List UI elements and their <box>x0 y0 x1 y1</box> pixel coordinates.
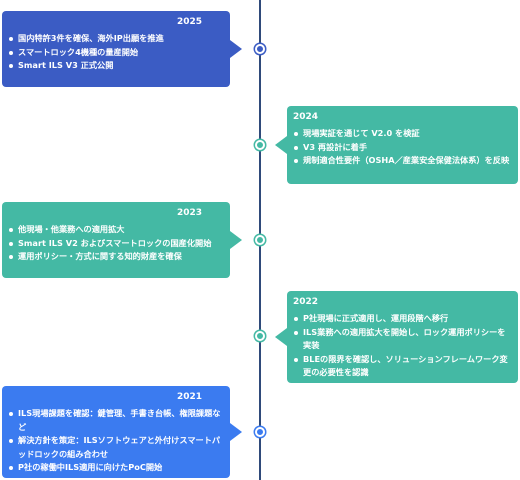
event-list: P社現場に正式適用し、運用段階へ移行 ILS業務への適用拡大を開始し、ロック運用… <box>293 312 510 380</box>
timeline-node-2024 <box>255 140 265 150</box>
event-list: 他現場・他業務への適用拡大 Smart ILS V2 およびスマートロックの国産… <box>8 223 222 264</box>
event-list: 現場実証を通じて V2.0 を検証 V3 再設計に着手 規制適合性要件（OSHA… <box>293 127 510 168</box>
list-item: BLEの限界を確認し、ソリューションフレームワーク変更の必要性を認識 <box>293 353 510 380</box>
timeline-node-2025 <box>255 44 265 54</box>
list-item: 規制適合性要件（OSHA／産業安全保健法体系）を反映 <box>293 154 510 168</box>
list-item: 解決方針を策定：ILSソフトウェアと外付けスマートパッドロックの組み合わせ <box>8 434 222 461</box>
year-label: 2021 <box>176 392 202 402</box>
list-item: P社現場に正式適用し、運用段階へ移行 <box>293 312 510 326</box>
list-item: ILS現場課題を確認：鍵管理、手書き台帳、権限課題など <box>8 407 222 434</box>
year-label: 2025 <box>176 17 202 27</box>
list-item: 国内特許3件を確保、海外IP出願を推進 <box>8 32 222 46</box>
list-item: Smart ILS V3 正式公開 <box>8 59 222 73</box>
year-label: 2022 <box>293 297 319 307</box>
year-label: 2023 <box>176 208 202 218</box>
timeline-node-2023 <box>255 235 265 245</box>
list-item: 現場実証を通じて V2.0 を検証 <box>293 127 510 141</box>
timeline-card-2025: 2025 国内特許3件を確保、海外IP出願を推進 スマートロック4機種の量産開始… <box>2 11 242 87</box>
list-item: 他現場・他業務への適用拡大 <box>8 223 222 237</box>
timeline-card-2021: 2021 ILS現場課題を確認：鍵管理、手書き台帳、権限課題など 解決方針を策定… <box>2 386 242 478</box>
timeline-node-2021 <box>255 427 265 437</box>
event-list: 国内特許3件を確保、海外IP出願を推進 スマートロック4機種の量産開始 Smar… <box>8 32 222 73</box>
timeline-card-2022: 2022 P社現場に正式適用し、運用段階へ移行 ILS業務への適用拡大を開始し、… <box>275 291 518 383</box>
timeline-card-2023: 2023 他現場・他業務への適用拡大 Smart ILS V2 およびスマートロ… <box>2 202 242 278</box>
event-list: ILS現場課題を確認：鍵管理、手書き台帳、権限課題など 解決方針を策定：ILSソ… <box>8 407 222 475</box>
timeline-node-2022 <box>255 331 265 341</box>
list-item: スマートロック4機種の量産開始 <box>8 46 222 60</box>
timeline-card-2024: 2024 現場実証を通じて V2.0 を検証 V3 再設計に着手 規制適合性要件… <box>275 106 518 184</box>
year-label: 2024 <box>293 112 319 122</box>
list-item: Smart ILS V2 およびスマートロックの国産化開始 <box>8 237 222 251</box>
list-item: V3 再設計に着手 <box>293 141 510 155</box>
list-item: P社の稼働中ILS適用に向けたPoC開始 <box>8 461 222 475</box>
list-item: 運用ポリシー・方式に関する知的財産を確保 <box>8 250 222 264</box>
list-item: ILS業務への適用拡大を開始し、ロック運用ポリシーを実装 <box>293 326 510 353</box>
